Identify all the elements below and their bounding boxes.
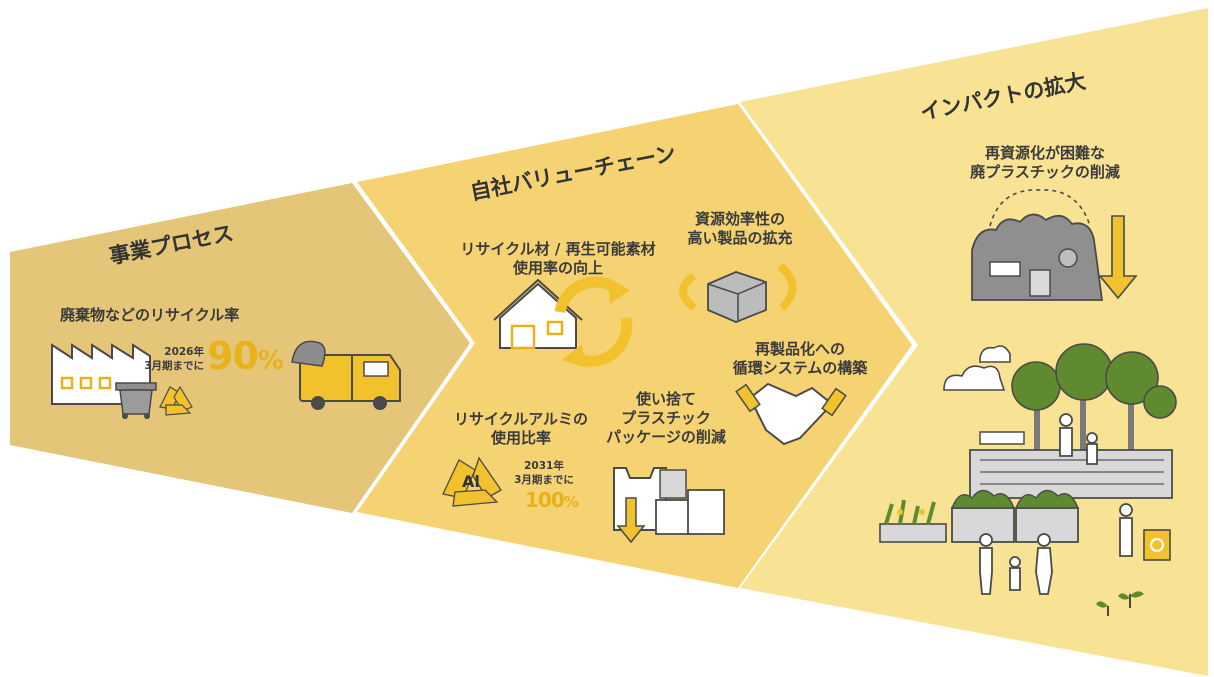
resource-efficient-products-label: 資源効率性の 高い製品の拡充	[670, 210, 810, 248]
recycled-aluminum-label: リサイクルアルミの 使用比率	[446, 410, 596, 448]
hard-to-recycle-plastic-line1: 再資源化が困難な	[984, 144, 1105, 162]
handshake-icon	[735, 382, 847, 446]
waste-recycling-rate-label: 廃棄物などのリサイクル率	[60, 306, 240, 324]
box-icon	[707, 271, 767, 323]
down-arrow-icon	[616, 497, 646, 544]
hard-to-recycle-plastic-line2: 廃プラスチックの削減	[970, 162, 1120, 181]
sprout-icon	[1096, 591, 1144, 616]
cycle-arrowhead-icon	[608, 278, 630, 304]
family-icon	[979, 413, 1133, 595]
single-use-plastic-line2: プラスチック	[621, 408, 711, 427]
recycled-material-usage-line2: 使用率の向上	[512, 258, 603, 277]
loop-right-arrow-icon	[777, 262, 797, 311]
remanufacturing-system-label: 再製品化への 循環システムの構築	[720, 340, 880, 378]
garbage-truck-icon	[291, 340, 401, 410]
tree-icon	[1011, 343, 1177, 450]
house-icon	[493, 278, 583, 350]
waste-pile-dashed-outline	[989, 189, 1091, 227]
cycle-arrowhead-icon	[562, 344, 586, 368]
resource-efficient-products-line2: 高い製品の拡充	[687, 228, 793, 247]
aluminum-ratio-unit: %	[563, 493, 579, 511]
waste-pile-icon	[971, 213, 1104, 301]
aluminum-ratio-value: 100%	[525, 488, 579, 512]
reduction-arrow-icon	[1098, 215, 1138, 300]
recycling-rate-unit: %	[257, 346, 284, 376]
single-use-plastic-label: 使い捨て プラスチック パッケージの削減	[596, 390, 736, 446]
aluminum-symbol: Al	[462, 472, 480, 491]
recycled-aluminum-line2: 使用比率	[490, 428, 551, 447]
recycling-target-year: 2026年	[164, 346, 204, 358]
band-impact	[740, 8, 1208, 676]
recycling-rate-value: 90%	[207, 334, 284, 378]
recycle-bin-icon	[1143, 529, 1171, 561]
single-use-plastic-line3: パッケージの削減	[606, 427, 726, 446]
recycling-rate-number: 90	[207, 334, 259, 378]
aluminum-recycle-icon	[442, 456, 502, 507]
cloud-icon	[943, 345, 1011, 391]
recycled-material-usage-line1: リサイクル材 / 再生可能素材	[460, 240, 656, 258]
aluminum-target-year: 2031年	[524, 460, 564, 472]
aluminum-target-period: 3月期までに	[514, 474, 574, 486]
loop-left-arrow-icon	[679, 272, 697, 312]
recycling-target-period: 3月期までに	[144, 360, 204, 372]
band-value-chain	[357, 104, 912, 588]
recycle-icon	[159, 385, 193, 416]
hard-to-recycle-plastic-label: 再資源化が困難な 廃プラスチックの削減	[960, 144, 1130, 182]
recycled-aluminum-line1: リサイクルアルミの	[453, 410, 589, 428]
resource-efficient-products-line1: 資源効率性の	[694, 210, 785, 228]
trash-bin-icon	[115, 382, 157, 419]
field-icon	[969, 431, 1173, 499]
remanufacturing-system-line2: 循環システムの構築	[732, 358, 868, 377]
band-business-process	[10, 183, 470, 513]
recycled-material-usage-label: リサイクル材 / 再生可能素材 使用率の向上	[453, 240, 663, 278]
single-use-plastic-line1: 使い捨て	[635, 390, 696, 408]
remanufacturing-system-line1: 再製品化への	[754, 340, 845, 358]
aluminum-ratio-number: 100	[525, 488, 565, 512]
